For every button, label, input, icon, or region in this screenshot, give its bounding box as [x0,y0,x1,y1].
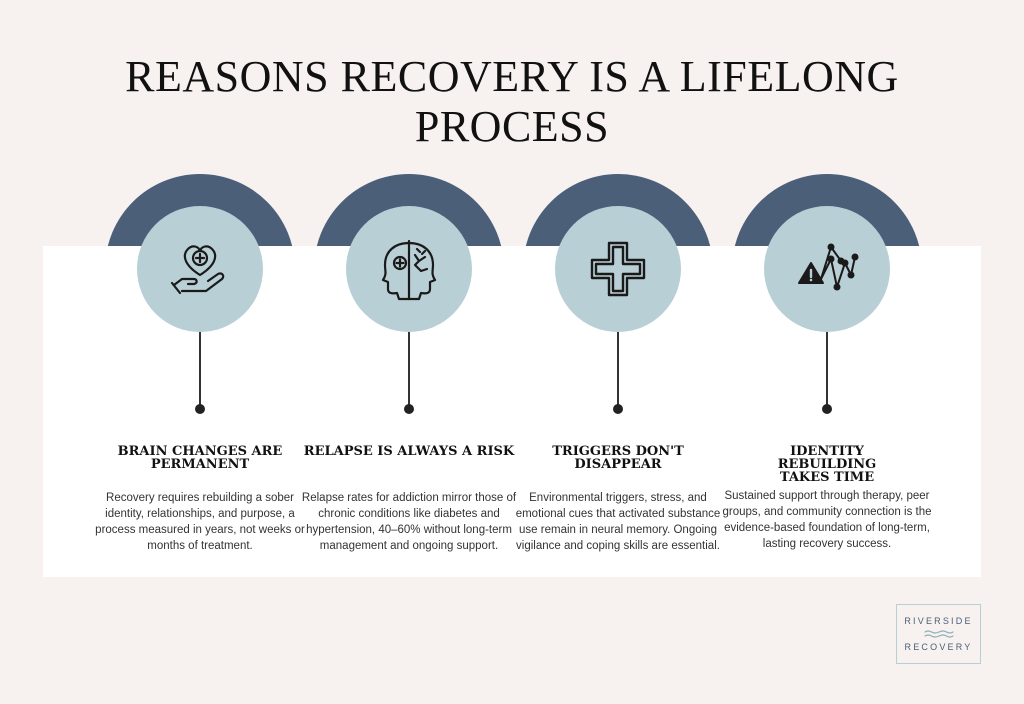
timeline-dot [195,404,205,414]
reason-body: Relapse rates for addiction mirror those… [301,492,517,552]
reason-heading: TRIGGERS DON'T DISAPPEAR [552,444,684,472]
warning-zigzag-icon [798,243,859,291]
brain-head-icon [381,239,437,301]
reason-heading: BRAIN CHANGES ARE PERMANENT [117,444,283,472]
wave-icon [923,630,954,638]
brand-logo: RIVERSIDE RECOVERY [896,604,981,664]
reason-body: Sustained support through therapy, peer … [722,490,932,550]
logo-text-top: RIVERSIDE [904,616,973,626]
timeline-dot [404,404,414,414]
medical-cross-icon [590,241,646,297]
timeline-stem [199,332,201,406]
reason-column-4: IDENTITY REBUILDING TAKES TIME Sustained… [722,0,932,577]
timeline-dot [613,404,623,414]
icon-circle [764,206,890,332]
reason-heading: RELAPSE IS ALWAYS A RISK [303,444,515,459]
reason-heading: IDENTITY REBUILDING TAKES TIME [777,444,877,485]
page-title: REASONS RECOVERY IS A LIFELONG PROCESS [0,52,1024,152]
icon-circle [137,206,263,332]
reason-column-3: TRIGGERS DON'T DISAPPEAR Environmental t… [516,0,720,577]
reason-body: Recovery requires rebuilding a sober ide… [95,492,305,552]
icon-circle [555,206,681,332]
timeline-stem [826,332,828,406]
timeline-stem [408,332,410,406]
timeline-stem [617,332,619,406]
icon-circle [346,206,472,332]
reason-body: Environmental triggers, stress, and emot… [515,492,721,552]
logo-text-bottom: RECOVERY [904,642,973,652]
title-line-1: REASONS RECOVERY IS A LIFELONG [125,52,899,101]
title-line-2: PROCESS [414,102,610,151]
reason-column-2: RELAPSE IS ALWAYS A RISK Relapse rates f… [302,0,516,577]
heart-in-hand-icon [170,245,225,295]
timeline-dot [822,404,832,414]
reason-column-1: BRAIN CHANGES ARE PERMANENT Recovery req… [95,0,305,577]
